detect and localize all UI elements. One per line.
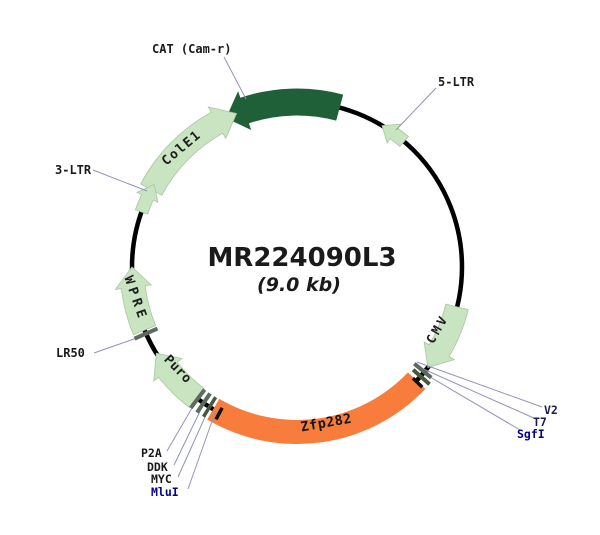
ltr5-leader-line — [395, 87, 437, 131]
puro-feature-arrow — [153, 352, 205, 408]
cmv-feature-arrow — [423, 303, 469, 368]
myc-leader-line — [177, 405, 211, 478]
mlui-site-label: MluI — [151, 485, 179, 499]
ddk-label: DDK — [147, 460, 168, 474]
cat-feature-arrow — [225, 88, 344, 130]
zfp282-orf-band — [207, 372, 426, 444]
map-shapes-layer — [92, 56, 543, 490]
v2-label: V2 — [544, 403, 558, 417]
cat-camr-label: CAT (Cam-r) — [152, 42, 231, 56]
lr50-tick-mark — [133, 326, 159, 341]
sgfi-tick-mark — [411, 376, 424, 389]
wpre-feature-arrow — [114, 266, 157, 336]
ddk-tick-mark — [195, 392, 212, 414]
mlui-tick-mark — [214, 407, 224, 421]
v2-leader-line — [416, 361, 543, 408]
lr50-label: LR50 — [56, 346, 85, 360]
sgfi-site-label: SgfI — [517, 427, 545, 441]
cole1-feature-arrow — [140, 106, 238, 196]
p2a-tick-mark — [189, 388, 207, 410]
ltr5-feature-arrow — [381, 123, 409, 148]
t7-label: T7 — [533, 415, 547, 429]
plasmid-size: (9.0 kb) — [257, 274, 341, 296]
myc-tick-mark — [201, 396, 218, 418]
p2a-label: P2A — [141, 446, 162, 460]
mlui-leader-line — [187, 409, 217, 490]
ltr5-label: 5-LTR — [438, 75, 475, 89]
ltr3-label: 3-LTR — [55, 163, 92, 177]
sgfi-leader-line — [424, 373, 521, 431]
myc-label: MYC — [151, 472, 172, 486]
v2-tick-mark — [413, 362, 433, 380]
plasmid-name: MR224090L3 — [207, 243, 396, 273]
t7-tick-mark — [411, 368, 431, 386]
t7-leader-line — [420, 367, 537, 420]
cat-leader-line — [223, 56, 247, 100]
ltr3-leader-line — [92, 169, 148, 192]
ltr3-feature-arrow — [134, 183, 159, 215]
